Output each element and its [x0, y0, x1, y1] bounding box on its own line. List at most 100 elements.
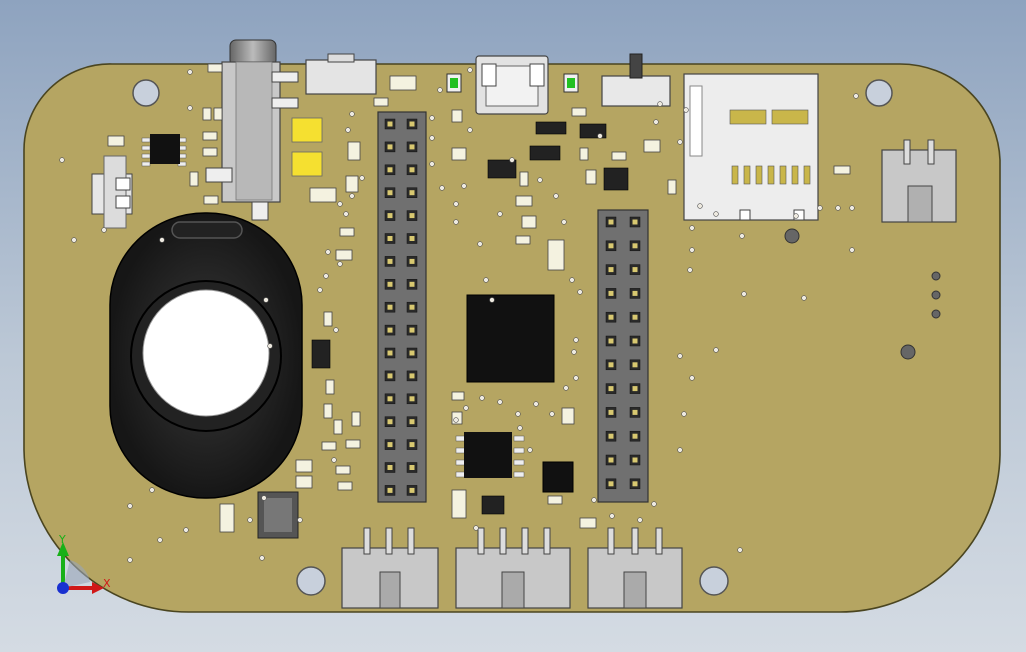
- smd-component: [207, 63, 223, 73]
- via: [515, 411, 521, 417]
- smd-component: [335, 465, 351, 475]
- via: [453, 219, 459, 225]
- smd-component: [515, 235, 531, 245]
- via: [591, 497, 597, 503]
- smd-component: [579, 147, 589, 161]
- axis-origin: [57, 582, 69, 594]
- main-mcu-qfp: [466, 294, 555, 383]
- via: [187, 69, 193, 75]
- via: [101, 227, 107, 233]
- green-led-1: [446, 73, 462, 93]
- smd-component: [519, 171, 529, 187]
- via: [677, 353, 683, 359]
- smd-component: [667, 179, 677, 195]
- smd-component: [202, 107, 212, 121]
- via: [549, 411, 555, 417]
- pin-header-right-2x12: [597, 209, 649, 503]
- via: [689, 225, 695, 231]
- battery-holder: [109, 212, 303, 499]
- via: [263, 297, 269, 303]
- sot-transistor: [529, 145, 561, 161]
- via: [489, 297, 495, 303]
- micro-sd-slot: [683, 73, 819, 221]
- smd-component: [333, 419, 343, 435]
- smd-component: [643, 139, 661, 153]
- smd-component: [571, 107, 587, 117]
- smd-component: [451, 391, 465, 401]
- smd-component: [347, 141, 361, 161]
- soic-ic-left: [141, 134, 187, 167]
- via: [159, 237, 165, 243]
- via: [563, 385, 569, 391]
- via: [71, 237, 77, 243]
- smd-component: [585, 169, 597, 185]
- via: [683, 107, 689, 113]
- smd-component: [833, 165, 851, 175]
- via: [477, 241, 483, 247]
- smd-component: [547, 239, 565, 271]
- via: [497, 399, 503, 405]
- via: [677, 447, 683, 453]
- via: [439, 185, 445, 191]
- via: [453, 201, 459, 207]
- via: [849, 205, 855, 211]
- jst-connector-right: [881, 139, 957, 223]
- sot-transistor: [603, 167, 629, 191]
- bottom-connector-3: [587, 527, 683, 609]
- audio-jack: [205, 39, 299, 221]
- via: [349, 111, 355, 117]
- via: [713, 347, 719, 353]
- smd-component: [389, 75, 417, 91]
- via: [573, 337, 579, 343]
- via: [59, 157, 65, 163]
- mounting-hole-bottom-right: [699, 566, 729, 596]
- micro-usb: [475, 55, 549, 115]
- via: [657, 101, 663, 107]
- via: [849, 247, 855, 253]
- smd-component: [451, 489, 467, 519]
- smd-component: [335, 249, 353, 261]
- via: [577, 289, 583, 295]
- smd-component: [202, 147, 218, 157]
- via: [677, 139, 683, 145]
- via: [473, 525, 479, 531]
- axis-triad: Y X: [57, 533, 111, 594]
- smd-component: [345, 439, 361, 449]
- via: [259, 555, 265, 561]
- smd-component: [611, 151, 627, 161]
- smd-component: [345, 175, 359, 193]
- via: [637, 517, 643, 523]
- via: [157, 537, 163, 543]
- via: [509, 157, 515, 163]
- smd-component: [579, 517, 597, 529]
- via: [573, 375, 579, 381]
- green-led-2: [563, 73, 579, 93]
- via: [835, 205, 841, 211]
- smd-component: [521, 215, 537, 229]
- via: [325, 249, 331, 255]
- via: [689, 247, 695, 253]
- smd-component: [325, 379, 335, 395]
- via: [461, 183, 467, 189]
- smd-component: [339, 227, 355, 237]
- tantalum-caps: [291, 117, 323, 177]
- via: [681, 411, 687, 417]
- bottom-connector-1: [341, 527, 439, 609]
- via: [429, 115, 435, 121]
- via: [793, 213, 799, 219]
- smd-component: [219, 503, 235, 533]
- smd-component: [295, 459, 313, 473]
- via: [429, 161, 435, 167]
- smd-component: [337, 481, 353, 491]
- axis-x-label: X: [103, 577, 111, 590]
- smd-component: [321, 441, 337, 451]
- via: [609, 513, 615, 519]
- smd-component: [451, 109, 463, 123]
- smd-component: [189, 171, 199, 187]
- via: [801, 295, 807, 301]
- via: [463, 405, 469, 411]
- smd-component: [451, 147, 467, 161]
- tssop-ic-bottom: [257, 491, 299, 539]
- via: [651, 501, 657, 507]
